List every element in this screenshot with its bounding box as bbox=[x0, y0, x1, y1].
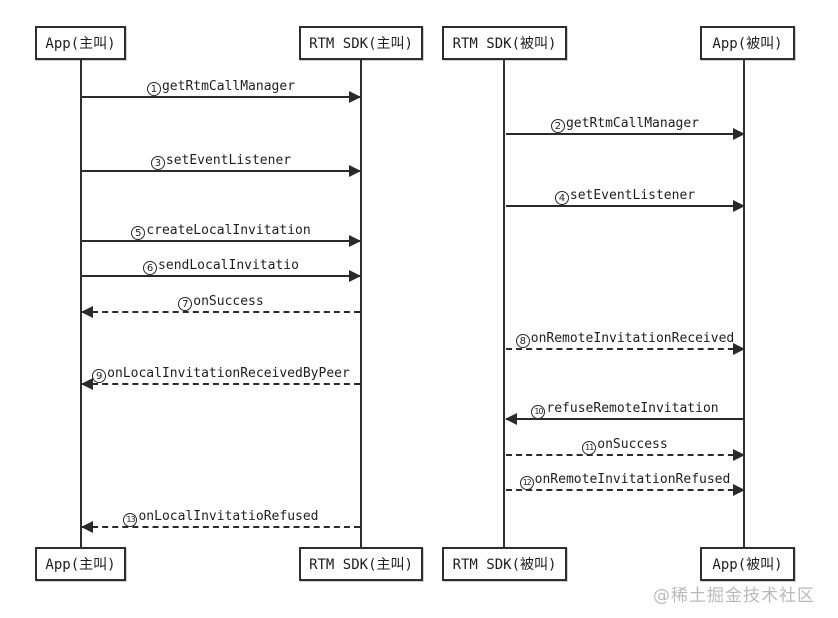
arrowhead-left-icon bbox=[81, 378, 93, 390]
actor-label: RTM SDK(主叫) bbox=[309, 36, 413, 52]
actor-label: RTM SDK(被叫) bbox=[452, 557, 557, 573]
arrowhead-left-icon bbox=[81, 306, 93, 318]
actor-box-top-rtm-sdk-callee: RTM SDK(被叫) bbox=[442, 26, 567, 60]
circled-number: 8 bbox=[515, 334, 530, 348]
message-arrow-line bbox=[81, 378, 360, 390]
message-arrow-line bbox=[81, 521, 360, 533]
message-arrow-line bbox=[506, 449, 745, 461]
actor-label: App(主叫) bbox=[45, 557, 116, 573]
arrowhead-right-icon bbox=[733, 343, 745, 355]
circled-number: 13 bbox=[123, 513, 138, 527]
message-arrow-line bbox=[506, 343, 745, 355]
message-arrow-line bbox=[506, 200, 745, 212]
circled-number: 9 bbox=[92, 369, 107, 383]
arrowhead-left-icon bbox=[81, 521, 93, 533]
arrowhead-right-icon bbox=[733, 128, 745, 140]
message-arrow-line bbox=[82, 270, 361, 282]
actor-label: App(被叫) bbox=[712, 36, 783, 52]
arrowhead-right-icon bbox=[733, 484, 745, 496]
arrowhead-right-icon bbox=[349, 165, 361, 177]
lifeline-app-caller bbox=[80, 60, 82, 547]
actor-box-top-app-callee: App(被叫) bbox=[700, 26, 795, 60]
actor-box-top-rtm-sdk-caller: RTM SDK(主叫) bbox=[299, 26, 423, 60]
circled-number: 6 bbox=[143, 261, 158, 275]
message-arrow-line bbox=[81, 306, 360, 318]
arrowhead-right-icon bbox=[349, 270, 361, 282]
lifeline-app-callee bbox=[743, 60, 745, 547]
actor-box-bottom-app-callee: App(被叫) bbox=[700, 547, 795, 581]
actor-label: RTM SDK(被叫) bbox=[452, 36, 557, 52]
actor-label: App(主叫) bbox=[45, 36, 116, 52]
lifeline-rtm-sdk-caller bbox=[360, 60, 362, 547]
circled-number: 7 bbox=[178, 297, 193, 311]
circled-number: 3 bbox=[150, 156, 165, 170]
circled-number: 5 bbox=[131, 226, 146, 240]
circled-number: 10 bbox=[531, 405, 546, 419]
circled-number: 11 bbox=[582, 441, 597, 455]
circled-number: 2 bbox=[550, 119, 565, 133]
actor-box-bottom-rtm-sdk-caller: RTM SDK(主叫) bbox=[299, 547, 423, 581]
circled-number: 12 bbox=[519, 476, 534, 490]
arrowhead-right-icon bbox=[733, 449, 745, 461]
message-arrow-line bbox=[82, 91, 361, 103]
actor-box-top-app-caller: App(主叫) bbox=[35, 26, 126, 60]
message-arrow-line bbox=[82, 165, 361, 177]
watermark: @稀土掘金技术社区 bbox=[653, 586, 815, 606]
actor-label: App(被叫) bbox=[712, 557, 783, 573]
arrowhead-right-icon bbox=[349, 235, 361, 247]
circled-number: 1 bbox=[146, 82, 161, 96]
arrowhead-left-icon bbox=[505, 413, 517, 425]
message-arrow-line bbox=[82, 235, 361, 247]
circled-number: 4 bbox=[554, 191, 569, 205]
lifeline-rtm-sdk-callee bbox=[503, 60, 505, 547]
message-arrow-line bbox=[506, 128, 745, 140]
actor-box-bottom-rtm-sdk-callee: RTM SDK(被叫) bbox=[442, 547, 567, 581]
message-arrow-line bbox=[506, 484, 745, 496]
arrowhead-right-icon bbox=[733, 200, 745, 212]
actor-box-bottom-app-caller: App(主叫) bbox=[35, 547, 126, 581]
arrowhead-right-icon bbox=[349, 91, 361, 103]
actor-label: RTM SDK(主叫) bbox=[309, 557, 413, 573]
message-arrow-line bbox=[505, 413, 744, 425]
